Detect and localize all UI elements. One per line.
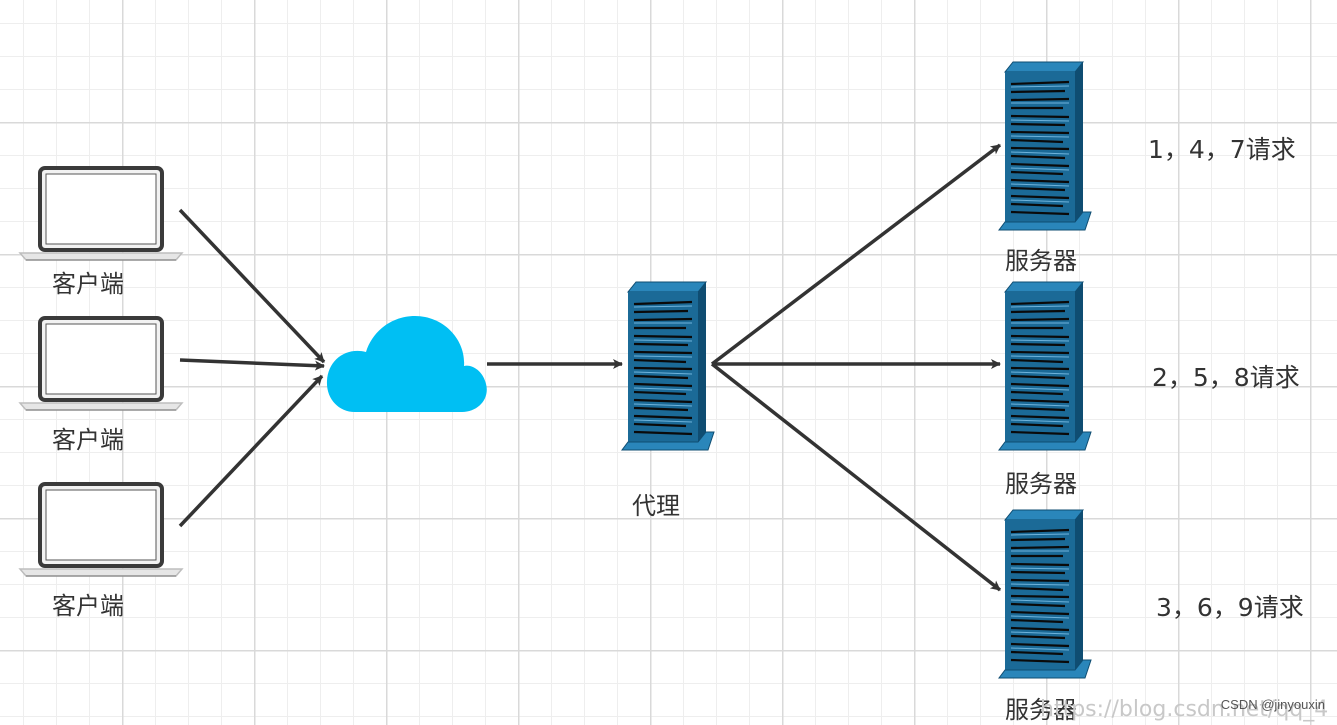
proxy-label: 代理 bbox=[632, 492, 680, 520]
client-label-1: 客户端 bbox=[52, 270, 124, 298]
client-label-2: 客户端 bbox=[52, 426, 124, 454]
proxy-server bbox=[620, 280, 716, 452]
server-icon bbox=[997, 60, 1093, 232]
server-icon bbox=[997, 508, 1093, 680]
arrow-client1-cloud bbox=[178, 208, 326, 364]
server-icon bbox=[620, 280, 716, 452]
backend-server-3 bbox=[997, 508, 1093, 680]
backend-server-2 bbox=[997, 280, 1093, 452]
backend-server-1 bbox=[997, 60, 1093, 232]
arrow-client3-cloud bbox=[178, 374, 324, 528]
server-requests-2: 2，5，8请求 bbox=[1152, 363, 1300, 392]
cloud-icon bbox=[326, 316, 487, 412]
server-requests-1: 1，4，7请求 bbox=[1148, 135, 1296, 164]
laptop-icon bbox=[18, 316, 184, 412]
watermark-url: https://blog.csdn.net/qq_4 bbox=[1040, 697, 1329, 722]
client-laptop-2 bbox=[18, 316, 184, 412]
server-requests-3: 3，6，9请求 bbox=[1156, 593, 1304, 622]
server-icon bbox=[997, 280, 1093, 452]
client-laptop-3 bbox=[18, 482, 184, 578]
server-label-2: 服务器 bbox=[1005, 470, 1077, 498]
server-label-3: 服务器 bbox=[1005, 696, 1077, 724]
watermark-brand: CSDN @jinyouxin bbox=[1220, 697, 1325, 712]
laptop-icon bbox=[18, 482, 184, 578]
arrow-proxy-server1 bbox=[710, 143, 1002, 366]
client-laptop-1 bbox=[18, 166, 184, 262]
client-label-3: 客户端 bbox=[52, 592, 124, 620]
arrow-client2-cloud bbox=[179, 358, 325, 371]
server-label-1: 服务器 bbox=[1005, 247, 1077, 275]
arrow-proxy-server3 bbox=[710, 362, 1002, 592]
laptop-icon bbox=[18, 166, 184, 262]
